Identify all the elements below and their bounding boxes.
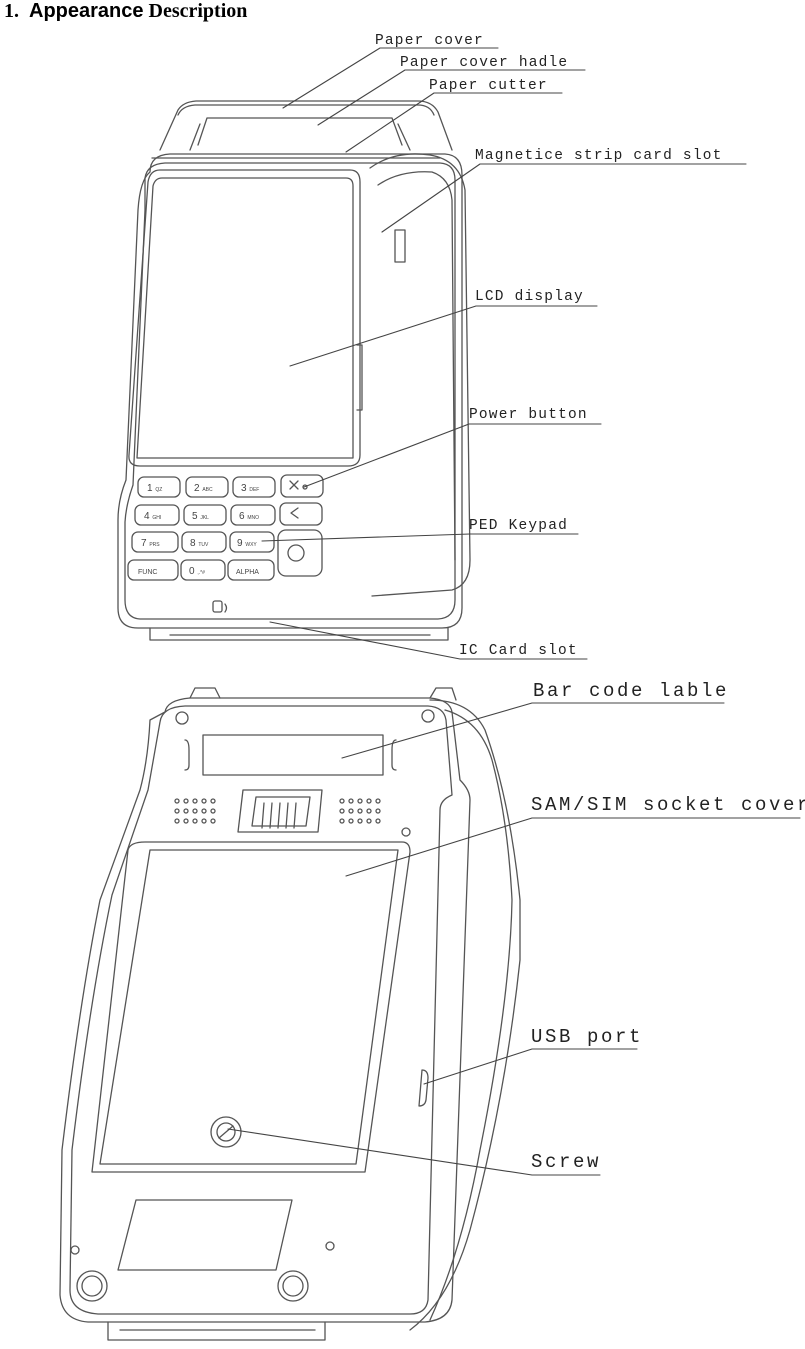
callout-paper-cutter: Paper cutter: [429, 78, 548, 94]
usb-port-shape: [418, 1069, 429, 1107]
front-view-device: [117, 100, 471, 641]
sam-sim-cover-shape: [91, 841, 411, 1173]
key-8: 8 TUV: [190, 538, 209, 549]
key-2: 2 ABC: [194, 483, 213, 494]
leader-paper-cover: [282, 47, 499, 109]
callout-sam-sim-cover: SAM/SIM socket cover: [531, 794, 805, 816]
speaker-grille-right: [339, 798, 381, 824]
key-4: 4 GHI: [144, 511, 161, 522]
scanner-module: [237, 789, 323, 833]
screw-shape: [210, 1116, 242, 1148]
lcd-screen-shape: [128, 169, 361, 467]
callout-usb-port: USB port: [531, 1026, 644, 1048]
key-3: 3 DEF: [241, 483, 259, 494]
callout-ic-card-slot: IC Card slot: [459, 643, 578, 659]
callout-lcd-display: LCD display: [475, 289, 584, 305]
callout-power-button: Power button: [469, 407, 588, 423]
leader-lines: [227, 47, 801, 1176]
key-0: 0 ,.*#: [189, 566, 205, 577]
leader-ped-keypad: [261, 533, 579, 542]
speaker-grille-left: [174, 798, 216, 824]
leader-screw: [227, 1128, 601, 1176]
key-1: 1 QZ: [147, 483, 162, 494]
callout-ped-keypad: PED Keypad: [469, 518, 569, 534]
section-title: Appearance: [29, 0, 144, 22]
key-9: 9 WXY: [237, 538, 257, 549]
front-body-outline: [117, 153, 463, 629]
section-number: 1.: [4, 0, 19, 22]
back-side-curve: [409, 699, 521, 1331]
section-subtitle: Description: [148, 0, 248, 22]
key-alpha: ALPHA: [236, 569, 259, 576]
leader-paper-cover-handle: [317, 69, 586, 126]
leader-usb: [423, 1048, 638, 1085]
bar-code-label-shape: [202, 734, 384, 776]
magnetic-slot-shape: [394, 229, 406, 263]
callout-paper-cover-handle: Paper cover hadle: [400, 55, 569, 71]
callout-magnetic-strip-slot: Magnetice strip card slot: [475, 148, 723, 164]
side-wing: [369, 153, 471, 597]
leader-sam-sim: [345, 817, 801, 877]
back-body-outline: [59, 697, 471, 1323]
keypad-group: [127, 474, 324, 581]
back-view-device: [59, 687, 521, 1341]
bottom-window-shape: [117, 1199, 293, 1271]
leader-power: [303, 423, 602, 488]
key-5: 5 JKL: [192, 511, 209, 522]
leader-lcd: [289, 305, 598, 367]
ic-slot-shape: [149, 627, 449, 641]
leader-ic-slot: [269, 621, 588, 660]
paper-cover-handle-shape: [197, 117, 403, 146]
key-6: 6 MNO: [239, 511, 259, 522]
callout-bar-code-label: Bar code lable: [533, 680, 730, 702]
callout-paper-cover: Paper cover: [375, 33, 484, 49]
key-legends: 1 QZ 2 ABC 3 DEF 4 GHI 5 JKL 6 MNO 7 PRS…: [138, 483, 259, 577]
leader-paper-cutter: [345, 92, 563, 153]
leader-bar-code: [341, 702, 725, 759]
printer-top-outline: [159, 100, 453, 151]
key-func: FUNC: [138, 569, 157, 576]
callout-screw: Screw: [531, 1151, 602, 1173]
leader-magnetic-strip: [381, 163, 747, 233]
key-7: 7 PRS: [141, 538, 160, 549]
